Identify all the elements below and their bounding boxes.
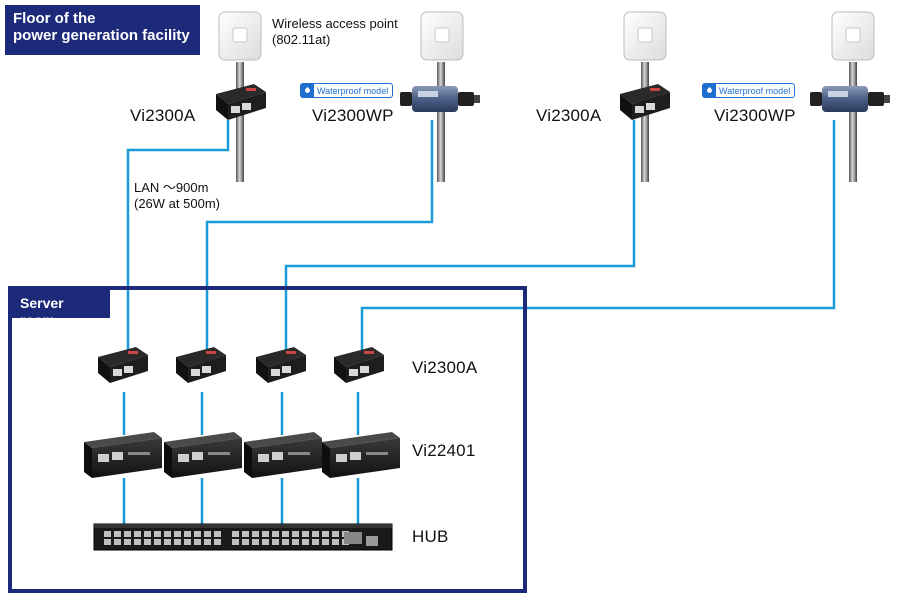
server-room-frame — [8, 286, 527, 593]
ap-label-line1: Wireless access point — [272, 16, 398, 31]
hub-port — [272, 539, 279, 545]
hub-port — [194, 531, 201, 537]
hub-port — [282, 531, 289, 537]
site-3-device-label: Vi2300A — [536, 106, 602, 125]
ap-label-line2: (802.11at) — [272, 32, 331, 47]
hub-port — [282, 539, 289, 545]
hub-port — [114, 531, 121, 537]
hub-port — [322, 539, 329, 545]
hub-port — [232, 539, 239, 545]
hub-port — [252, 539, 259, 545]
hub-port — [204, 531, 211, 537]
hub-port — [174, 539, 181, 545]
hub-port — [332, 539, 339, 545]
hub-port — [272, 531, 279, 537]
hub-port — [144, 531, 151, 537]
hub-port — [232, 531, 239, 537]
waterproof-badge-site-4: Waterproof model — [702, 83, 796, 98]
hub-port — [292, 531, 299, 537]
hub-port — [154, 531, 161, 537]
hub-port — [184, 539, 191, 545]
hub-port — [242, 539, 249, 545]
lan-cables — [126, 120, 836, 365]
hub-port — [164, 531, 171, 537]
waterproof-badge-text: Waterproof model — [317, 85, 389, 96]
site-1-device-label: Vi2300A — [130, 106, 196, 125]
waterproof-badge-site-2: Waterproof model — [300, 83, 394, 98]
hub-port — [214, 531, 221, 537]
site-4-device-label: Vi2300WP — [714, 106, 796, 125]
hub-port — [312, 531, 319, 537]
lan-distance-label: LAN ～900m (26W at 500m) — [134, 180, 220, 212]
lan-label-line1: LAN ～900m — [134, 180, 209, 195]
hub-port — [242, 531, 249, 537]
ap-label: Wireless access point (802.11at) — [272, 16, 398, 48]
site-2-device-label: Vi2300WP — [312, 106, 394, 125]
hub-port — [262, 531, 269, 537]
hub-port — [204, 539, 211, 545]
hub-port — [164, 539, 171, 545]
hub-switch — [93, 523, 393, 551]
waterproof-badge-text: Waterproof model — [719, 85, 791, 96]
hub-port — [312, 539, 319, 545]
row-label-injector: Vi22401 — [412, 441, 476, 460]
server-room-title: Server room — [12, 290, 110, 328]
hub-port — [134, 531, 141, 537]
hub-port — [124, 531, 131, 537]
hub-port — [174, 531, 181, 537]
row-label-hub: HUB — [412, 527, 449, 546]
facility-title-box: Floor of the power generation facility — [5, 5, 200, 55]
hub-port — [292, 539, 299, 545]
water-drop-icon — [703, 84, 716, 97]
facility-title-line2: power generation facility — [13, 27, 190, 44]
hub-port — [114, 539, 121, 545]
hub-port — [252, 531, 259, 537]
hub-port — [134, 539, 141, 545]
hub-port — [194, 539, 201, 545]
hub-port — [302, 531, 309, 537]
water-drop-icon — [301, 84, 314, 97]
hub-port — [332, 531, 339, 537]
hub-port — [124, 539, 131, 545]
hub-port — [214, 539, 221, 545]
hub-port — [144, 539, 151, 545]
hub-port — [154, 539, 161, 545]
hub-port — [322, 531, 329, 537]
hub-port — [104, 539, 111, 545]
hub-port — [184, 531, 191, 537]
hub-port — [262, 539, 269, 545]
row-label-extender: Vi2300A — [412, 358, 478, 377]
facility-title-line1: Floor of the — [13, 10, 96, 27]
hub-port — [104, 531, 111, 537]
lan-label-line2: (26W at 500m) — [134, 196, 220, 211]
hub-port — [302, 539, 309, 545]
